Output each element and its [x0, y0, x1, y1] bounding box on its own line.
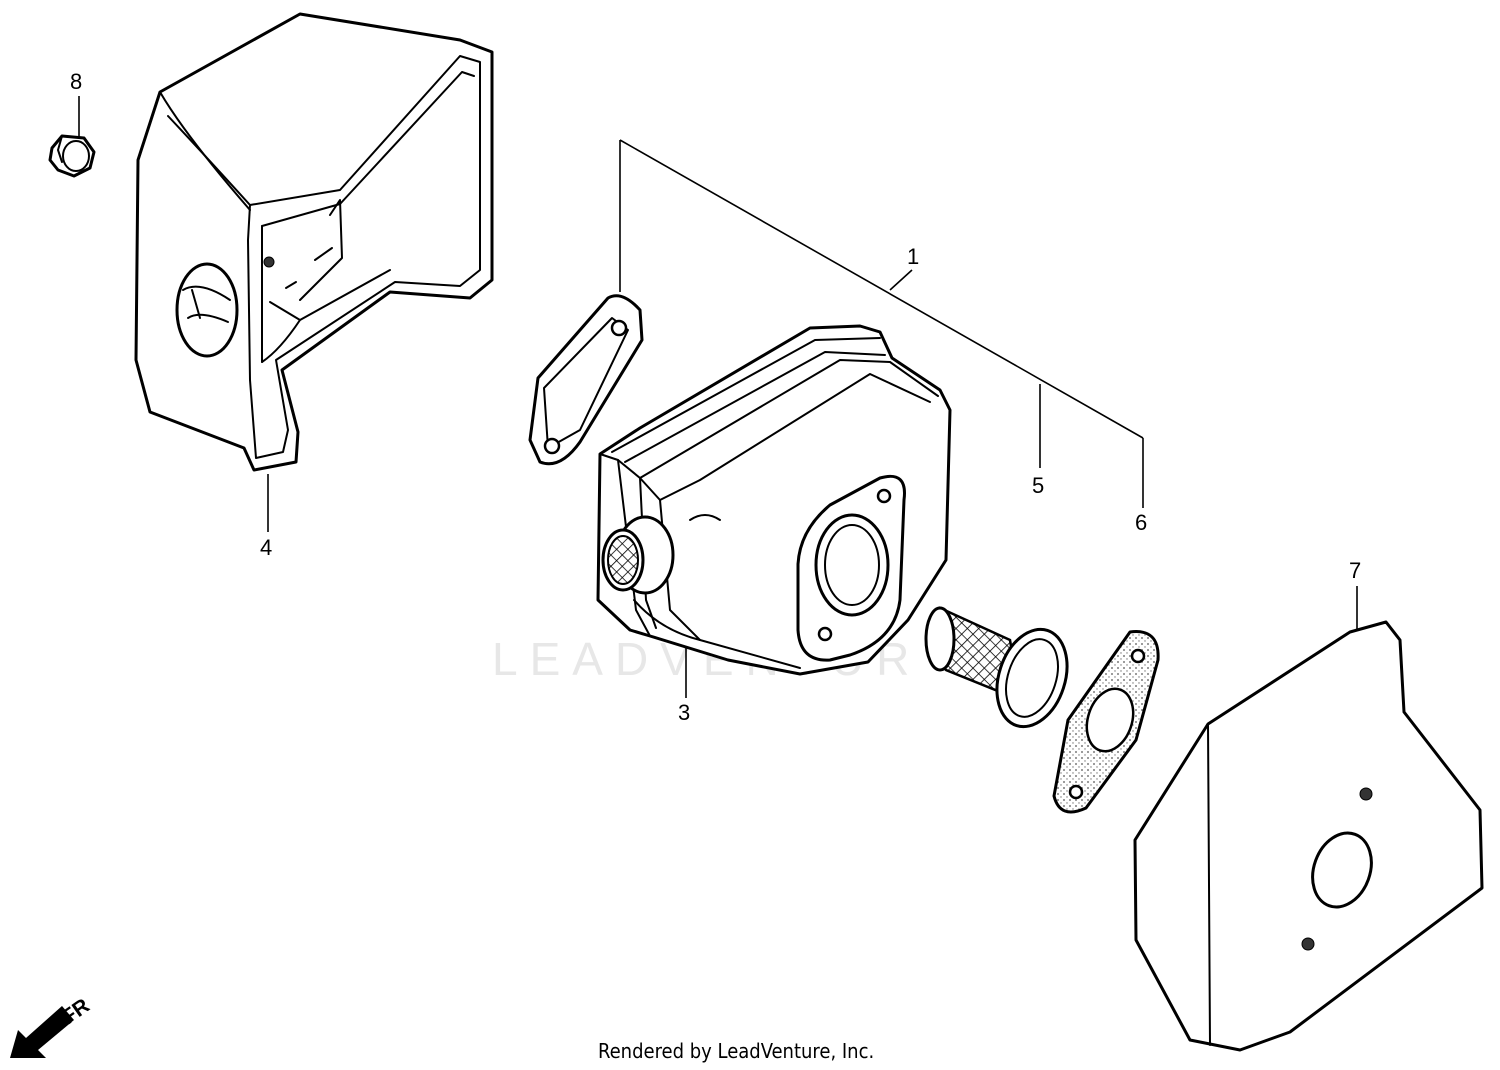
part-7-heat-shield[interactable]	[1133, 620, 1484, 1052]
credit-text: Rendered by LeadVenture, Inc.	[598, 1039, 874, 1063]
part-6-gasket[interactable]	[1052, 630, 1160, 814]
callout-8[interactable]: 8	[70, 69, 82, 94]
callout-6[interactable]: 6	[1135, 510, 1147, 535]
part-5-spark-arrester[interactable]	[924, 606, 1079, 736]
callout-1[interactable]: 1	[907, 244, 919, 269]
callout-5[interactable]: 5	[1032, 473, 1044, 498]
part-1-gasket-plate[interactable]	[528, 294, 644, 466]
part-8-nut[interactable]	[48, 134, 96, 178]
callout-7[interactable]: 7	[1349, 558, 1361, 583]
leader-1-bracket	[619, 139, 1144, 508]
callout-4[interactable]: 4	[260, 535, 272, 560]
arrow-icon	[10, 1006, 74, 1058]
callout-3[interactable]: 3	[678, 700, 690, 725]
part-4-muffler-protector[interactable]	[134, 12, 494, 472]
front-direction-indicator: FR	[10, 994, 94, 1058]
part-3-muffler[interactable]	[596, 324, 952, 676]
